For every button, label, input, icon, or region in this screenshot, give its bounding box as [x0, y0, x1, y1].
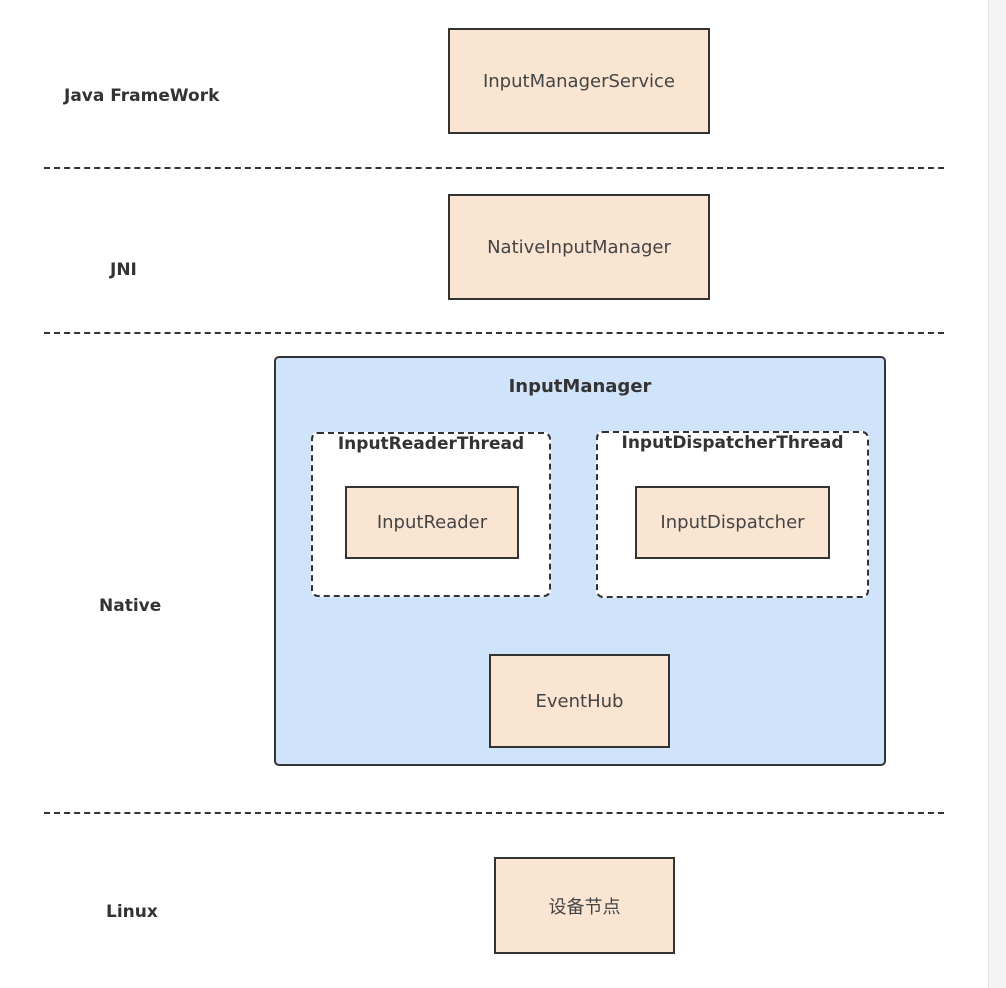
device-node-box: 设备节点 — [494, 857, 675, 954]
input-dispatcher-thread-title: InputDispatcherThread — [621, 433, 844, 453]
input-manager-service-box: InputManagerService — [448, 28, 710, 134]
input-manager-title: InputManager — [508, 376, 652, 397]
input-reader-box: InputReader — [345, 486, 519, 559]
device-node-label: 设备节点 — [548, 896, 621, 918]
layer-divider-jni-native — [44, 332, 944, 334]
layer-label-native: Native — [99, 596, 162, 616]
layer-label-jni: JNI — [110, 260, 137, 280]
input-dispatcher-label: InputDispatcher — [660, 512, 805, 533]
input-manager-service-label: InputManagerService — [482, 70, 676, 92]
layer-divider-java-jni — [44, 167, 944, 169]
native-input-manager-box: NativeInputManager — [448, 194, 710, 300]
layer-label-java-framework: Java FrameWork — [64, 86, 220, 106]
event-hub-label: EventHub — [535, 690, 624, 712]
input-dispatcher-box: InputDispatcher — [635, 486, 830, 559]
canvas-edge — [988, 0, 1006, 988]
input-reader-label: InputReader — [376, 512, 488, 533]
layer-label-linux: Linux — [106, 902, 158, 922]
event-hub-box: EventHub — [489, 654, 670, 748]
layer-divider-native-linux — [44, 812, 944, 814]
input-reader-thread-title: InputReaderThread — [337, 434, 525, 454]
native-input-manager-label: NativeInputManager — [487, 236, 671, 258]
